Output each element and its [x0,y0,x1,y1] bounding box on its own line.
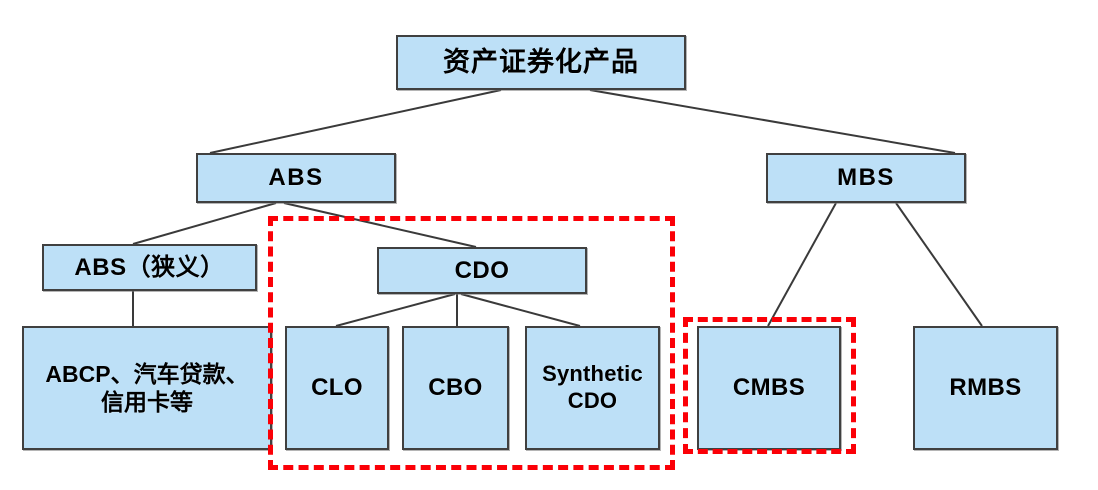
node-abs-label: ABS [268,164,324,192]
edge-abs-to-abs_narrow [132,202,277,245]
node-root[interactable]: 资产证券化产品 [396,35,686,90]
node-cbo[interactable]: CBO [402,326,509,450]
edge-root-to-mbs [589,89,956,154]
edge-abs-to-cdo [283,202,477,248]
node-cdo-label: CDO [454,256,510,284]
node-abs-narrow[interactable]: ABS（狭义） [42,244,257,291]
node-root-label: 资产证券化产品 [443,47,639,78]
node-abcp-auto-creditcard-label: ABCP、汽车贷款、 信用卡等 [45,360,249,415]
node-cdo[interactable]: CDO [377,247,587,294]
node-mbs-label: MBS [837,164,895,192]
edge-root-to-abs [209,89,502,154]
node-rmbs-label: RMBS [949,374,1022,402]
edge-mbs-to-rmbs [895,202,983,327]
node-synthetic-cdo-label: Synthetic CDO [542,361,643,413]
node-clo[interactable]: CLO [285,326,389,450]
node-synthetic-cdo[interactable]: Synthetic CDO [525,326,660,450]
node-cmbs-label: CMBS [732,374,806,402]
edge-mbs-to-cmbs [767,202,837,327]
node-cmbs[interactable]: CMBS [697,326,841,450]
node-cbo-label: CBO [428,374,483,402]
node-abs[interactable]: ABS [196,153,396,203]
node-clo-label: CLO [311,374,363,402]
node-rmbs[interactable]: RMBS [913,326,1058,450]
edge-cdo-to-synthetic [460,293,581,327]
edge-cdo-to-clo [335,293,456,327]
node-abcp-auto-creditcard[interactable]: ABCP、汽车贷款、 信用卡等 [22,326,272,450]
node-abs-narrow-label: ABS（狭义） [74,253,225,281]
node-mbs[interactable]: MBS [766,153,966,203]
